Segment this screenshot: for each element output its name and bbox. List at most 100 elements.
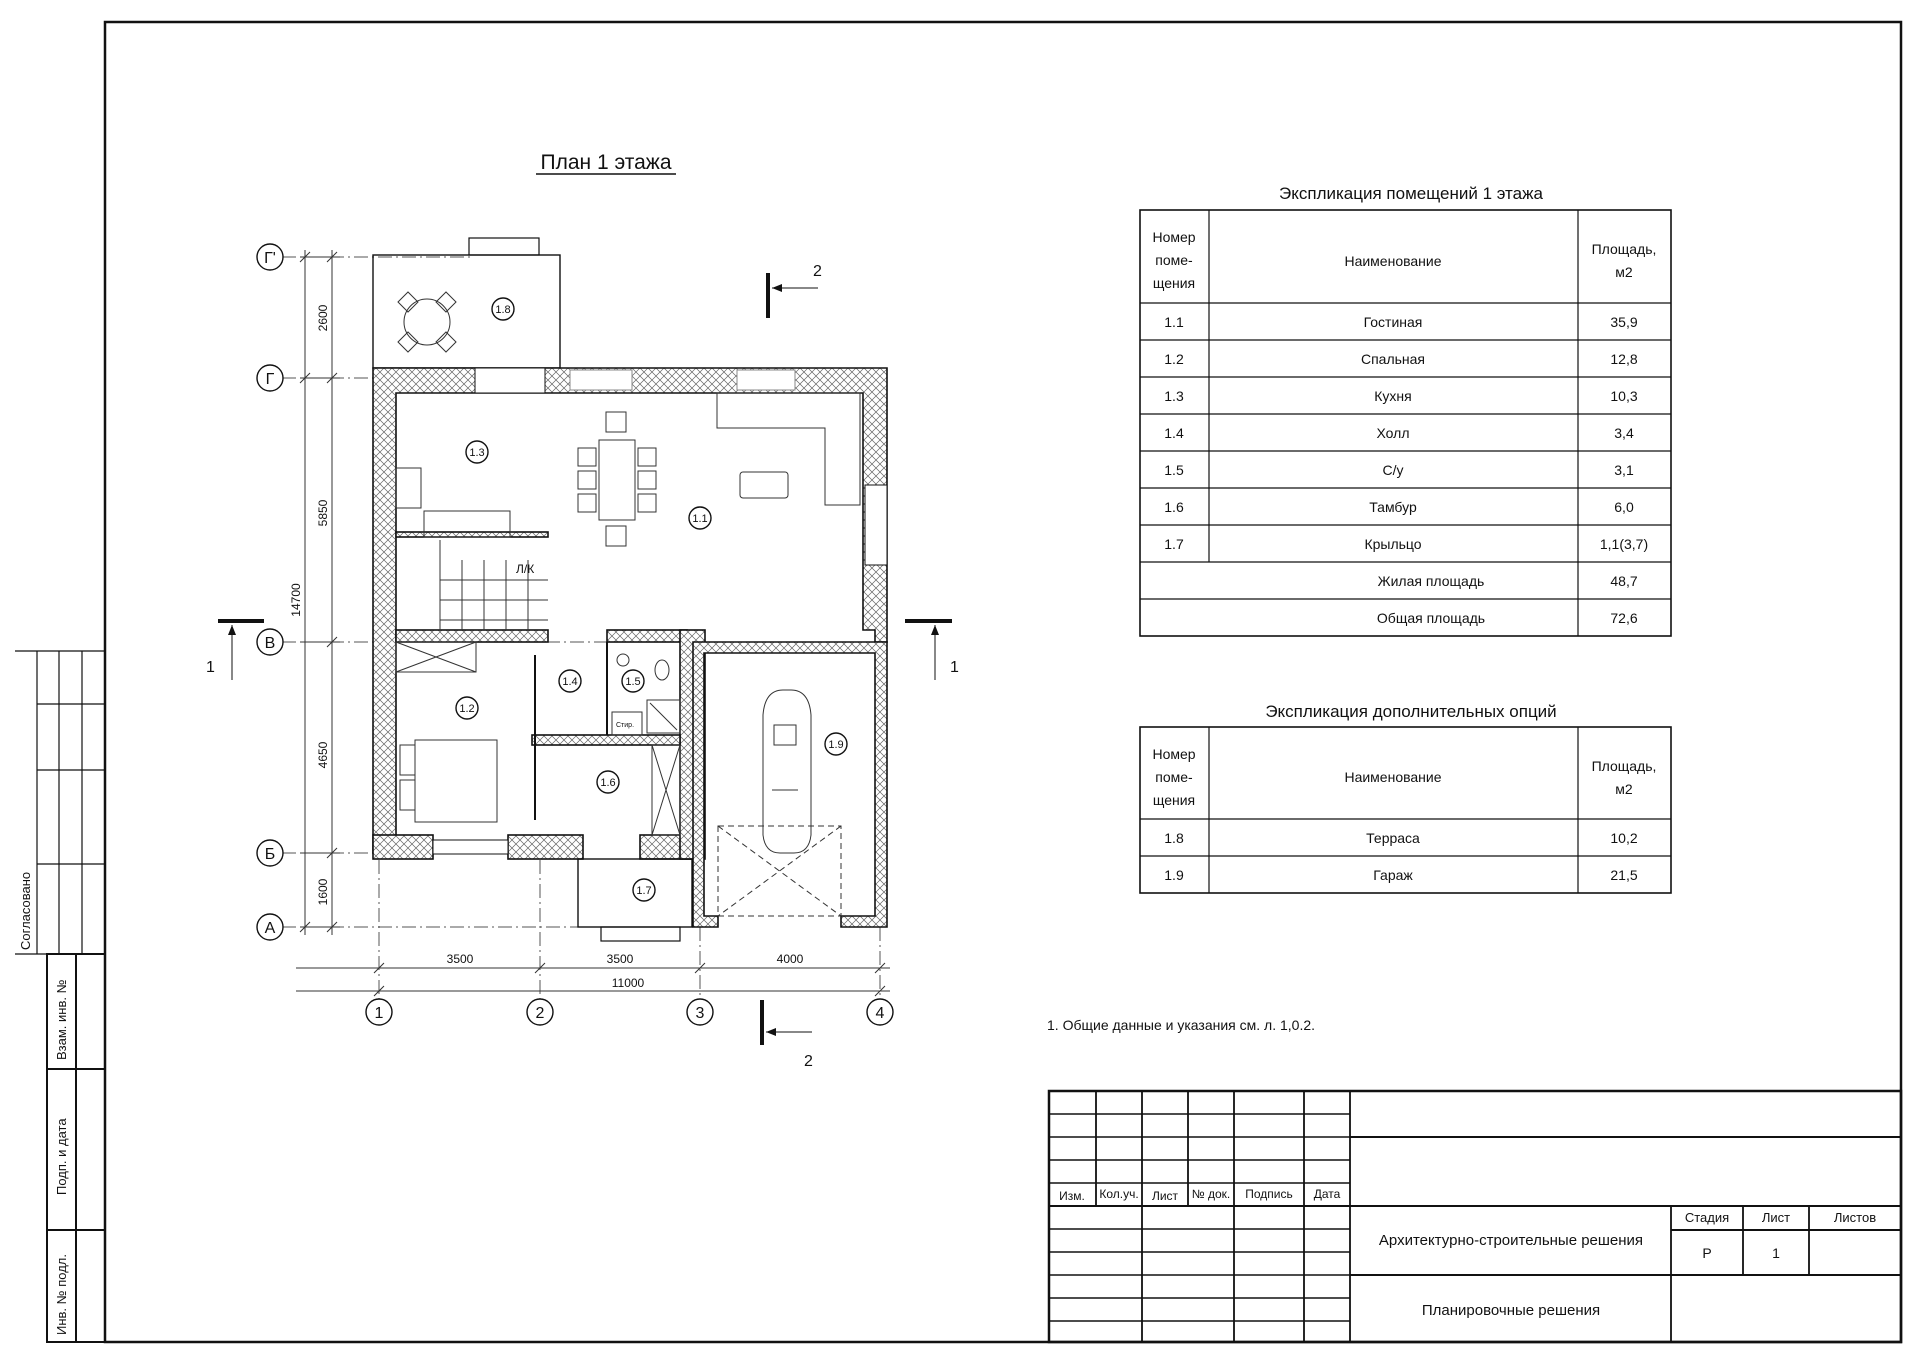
table1-cell-name: Кухня (1374, 388, 1411, 404)
table1-cell-area: 3,4 (1614, 425, 1634, 441)
axis-3: 3 (696, 1005, 705, 1022)
dim-v-total: 14700 (289, 583, 303, 617)
table1-total-area: 72,6 (1610, 610, 1637, 626)
table1-header-num-2: поме- (1155, 252, 1193, 268)
table1-cell-area: 3,1 (1614, 462, 1634, 478)
side-replace-inv: Взам. инв. № (54, 979, 69, 1060)
room-1-9: 1.9 (828, 739, 843, 751)
side-stamp: Согласовано Взам. инв. № Подп. и дата Ин… (15, 650, 106, 1343)
room-1-4: 1.4 (562, 676, 577, 688)
table2-header-num-1: Номер (1152, 746, 1195, 762)
section-marks: 2 2 1 1 (206, 263, 959, 1070)
room-1-8: 1.8 (495, 304, 510, 316)
plan-title: План 1 этажа (540, 151, 671, 174)
table1-total-name: Общая площадь (1377, 610, 1485, 626)
table1-cell-num: 1.5 (1164, 462, 1184, 478)
axis-v: В (265, 635, 276, 652)
table2-cell-num: 1.8 (1164, 830, 1184, 846)
room-1-3: 1.3 (469, 447, 484, 459)
table1-cell-area: 1,1(3,7) (1600, 536, 1648, 552)
table1-title: Экспликация помещений 1 этажа (1279, 184, 1543, 203)
table2-cell-num: 1.9 (1164, 867, 1184, 883)
dim-v-5850: 5850 (316, 499, 330, 526)
axis-2: 2 (536, 1005, 545, 1022)
axis-letter-bubbles: Г' Г В Б А (256, 243, 284, 941)
stamp-sheet-label: Лист (1762, 1210, 1790, 1225)
table1-cell-area: 12,8 (1610, 351, 1637, 367)
table2-cell-area: 21,5 (1610, 867, 1637, 883)
table1-cell-num: 1.7 (1164, 536, 1184, 552)
dim-h-total: 11000 (612, 976, 645, 990)
table1-total-area: 48,7 (1610, 573, 1637, 589)
table1-cell-area: 6,0 (1614, 499, 1634, 515)
stamp-sheet: 1 (1772, 1245, 1780, 1261)
furniture: Стир. (395, 392, 861, 836)
side-agreed: Согласовано (18, 872, 33, 950)
floor-plan: 2600 5850 4650 1600 14700 3500 3500 4000… (206, 237, 959, 1070)
table1-header-area-2: м2 (1615, 264, 1633, 280)
axis-g: Г (266, 371, 275, 388)
table1-cell-area: 35,9 (1610, 314, 1637, 330)
side-inv-orig: Инв. № подл. (54, 1254, 69, 1335)
section-2-top: 2 (813, 263, 822, 280)
table1-cell-num: 1.1 (1164, 314, 1184, 330)
table1-cell-name: С/у (1383, 462, 1404, 478)
stamp-sheets-label: Листов (1834, 1210, 1876, 1225)
sheet-frame (103, 20, 1903, 1344)
table2-header-area-1: Площадь, (1592, 758, 1657, 774)
stamp-col-izm: Изм. (1059, 1189, 1085, 1203)
section-2-bottom: 2 (804, 1053, 813, 1070)
dim-h-2: 3500 (607, 952, 634, 966)
axis-g-prime: Г' (264, 250, 276, 267)
table1-cell-area: 10,3 (1610, 388, 1637, 404)
table1-header-name: Наименование (1344, 253, 1441, 269)
room-1-1: 1.1 (692, 513, 707, 525)
table1-cell-num: 1.3 (1164, 388, 1184, 404)
section-1-right: 1 (950, 659, 959, 676)
table1-header-area-1: Площадь, (1592, 241, 1657, 257)
room-labels: 1.1 1.2 1.3 1.4 1.5 1.6 1.7 1.8 1.9 Л/К (455, 297, 848, 902)
room-1-6: 1.6 (600, 777, 615, 789)
axis-1: 1 (375, 1005, 384, 1022)
table2-cell-name: Терраса (1366, 830, 1420, 846)
room-1-2: 1.2 (459, 703, 474, 715)
stamp-col-list: Лист (1152, 1189, 1179, 1203)
table1-cell-name: Гостиная (1364, 314, 1423, 330)
table2-cell-area: 10,2 (1610, 830, 1637, 846)
table1-cell-name: Тамбур (1369, 499, 1417, 515)
options-table: Экспликация дополнительных опций Номер п… (1139, 702, 1672, 894)
table1-cell-num: 1.4 (1164, 425, 1184, 441)
stamp-stage-label: Стадия (1685, 1210, 1729, 1225)
axis-a: А (265, 920, 276, 937)
stamp-sheet-title: Планировочные решения (1422, 1302, 1600, 1319)
axis-number-bubbles: 1 2 3 4 (365, 998, 894, 1026)
dim-h-3: 4000 (777, 952, 804, 966)
table2-title: Экспликация дополнительных опций (1265, 702, 1556, 721)
table1-cell-name: Спальная (1361, 351, 1425, 367)
dim-v-4650: 4650 (316, 741, 330, 768)
stamp-col-sign: Подпись (1245, 1187, 1293, 1201)
stamp-col-doc: № док. (1192, 1187, 1230, 1201)
stamp-col-date: Дата (1314, 1187, 1341, 1201)
table1-header-num-1: Номер (1152, 229, 1195, 245)
table1-header-num-3: щения (1153, 275, 1195, 291)
general-note: 1. Общие данные и указания см. л. 1,0.2. (1047, 1017, 1315, 1033)
table1-cell-num: 1.2 (1164, 351, 1184, 367)
room-1-5: 1.5 (625, 676, 640, 688)
dim-h-1: 3500 (447, 952, 474, 966)
side-sign-date: Подп. и дата (54, 1118, 69, 1195)
table2-header-num-3: щения (1153, 792, 1195, 808)
table2-header-area-2: м2 (1615, 781, 1633, 797)
room-1-7: 1.7 (636, 885, 651, 897)
dim-v-1600: 1600 (316, 878, 330, 905)
rooms-table: Экспликация помещений 1 этажа Номер поме… (1139, 184, 1672, 637)
table1-cell-num: 1.6 (1164, 499, 1184, 515)
stair-label: Л/К (516, 562, 534, 576)
table2-cell-name: Гараж (1373, 867, 1413, 883)
table2-header-num-2: поме- (1155, 769, 1193, 785)
axis-4: 4 (876, 1005, 885, 1022)
stamp-stage: Р (1702, 1245, 1711, 1261)
table2-header-name: Наименование (1344, 769, 1441, 785)
dim-v-2600: 2600 (316, 304, 330, 331)
